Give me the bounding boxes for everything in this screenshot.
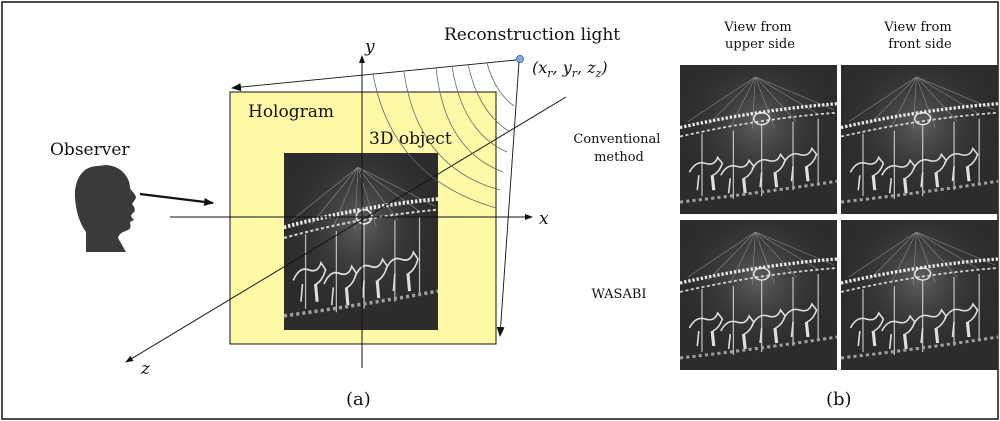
wavefront-arcs <box>372 62 515 209</box>
panel-b: View from upper side View from front sid… <box>573 20 1000 410</box>
caption-b: (b) <box>826 389 852 410</box>
col-header-front: View from front side <box>883 20 956 52</box>
x-axis-label: x <box>539 209 549 229</box>
image-conventional-upper <box>678 63 839 216</box>
object-label: 3D object <box>369 129 452 149</box>
observer-head-icon <box>74 165 136 252</box>
row-label-conventional: Conventional method <box>573 132 664 165</box>
view-arrow <box>139 192 214 206</box>
light-label: Reconstruction light <box>444 25 620 45</box>
caption-a: (a) <box>346 389 371 410</box>
object-image <box>282 151 440 332</box>
light-ray-left <box>231 59 517 92</box>
hologram-label: Hologram <box>248 102 334 122</box>
col-header-upper: View from upper side <box>723 20 796 52</box>
y-axis-label: y <box>364 37 375 57</box>
image-wasabi-front <box>839 218 1000 372</box>
light-coords: (xr, yr, zz) <box>532 58 608 80</box>
light-ray-down <box>496 61 520 337</box>
observer-label: Observer <box>50 140 130 160</box>
z-axis <box>125 96 567 363</box>
panel-a: Hologram 3D object y x z Reconstruction … <box>50 25 620 410</box>
row-label-wasabi: WASABI <box>591 287 646 302</box>
z-axis-label: z <box>140 359 151 379</box>
image-conventional-front <box>839 63 1000 216</box>
light-source-icon <box>516 55 525 64</box>
image-wasabi-upper <box>678 218 839 372</box>
